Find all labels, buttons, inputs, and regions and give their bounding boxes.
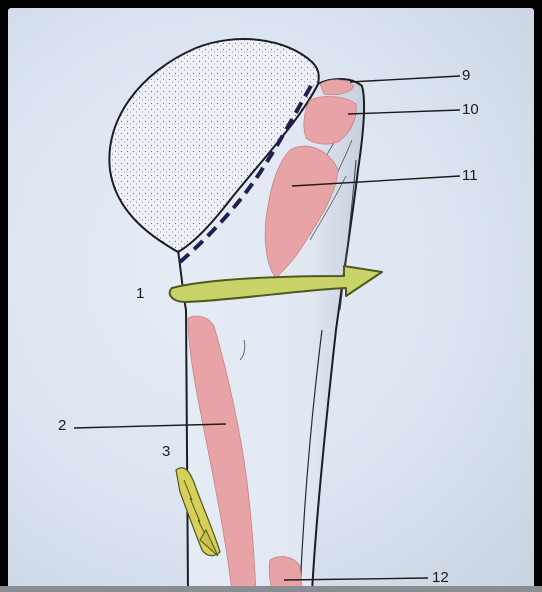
leader-line-9 xyxy=(350,76,460,82)
label-1: 1 xyxy=(136,285,144,302)
label-12: 12 xyxy=(432,569,449,586)
label-10: 10 xyxy=(462,101,479,118)
label-2: 2 xyxy=(58,417,66,434)
label-9: 9 xyxy=(462,67,470,84)
label-11: 11 xyxy=(462,167,478,184)
label-3: 3 xyxy=(162,443,170,460)
bottom-edge-strip xyxy=(0,586,542,592)
